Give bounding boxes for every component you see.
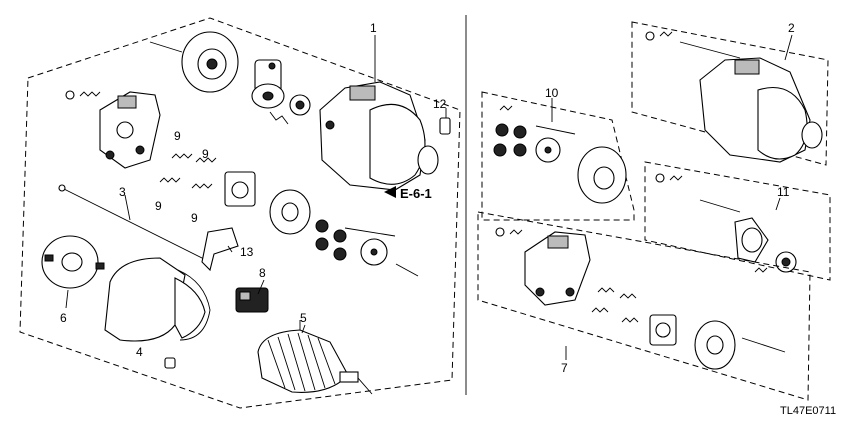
assembly-1-outline [19, 17, 461, 409]
assembly-10-parts [493, 98, 627, 204]
callout-2: 2 [788, 21, 795, 35]
reference-label: E-6-1 [400, 186, 432, 201]
brush-part-8 [235, 287, 269, 313]
end-plate-part [269, 189, 311, 235]
rear-plate-part [41, 235, 105, 289]
motor-housing-part [319, 81, 439, 191]
gear-part [289, 94, 311, 116]
diagram-code: TL47E0711 [780, 405, 836, 417]
end-frame-part [99, 91, 161, 169]
callout-11: 11 [777, 185, 790, 199]
assembly-10-outline [481, 91, 635, 221]
armature-part [257, 320, 373, 395]
callout-10: 10 [545, 86, 559, 100]
callout-1: 1 [370, 21, 377, 35]
callout-4: 4 [136, 345, 143, 359]
rear-cover-part [149, 31, 239, 93]
bracket-13-part [201, 227, 239, 272]
through-bolt-part [58, 184, 211, 263]
planetary-gears-part [315, 219, 419, 277]
spring-group-9 [159, 153, 217, 189]
reference-arrow [384, 186, 396, 198]
assembly-7-parts [495, 227, 786, 370]
callout-8: 8 [259, 266, 266, 280]
callout-9d: 9 [191, 211, 198, 225]
brush-holder-part [224, 171, 256, 207]
callout-9b: 9 [202, 147, 209, 161]
callout-9a: 9 [174, 129, 181, 143]
callout-5: 5 [300, 311, 307, 325]
assembly-11-outline [644, 161, 831, 281]
callout-9c: 9 [155, 199, 162, 213]
callout-6: 6 [60, 311, 67, 325]
yoke-part [104, 257, 211, 342]
assembly-2-starter [645, 31, 823, 163]
small-clip-part [164, 357, 176, 369]
callout-13: 13 [240, 245, 254, 259]
assembly-11-parts [655, 173, 797, 273]
part-12 [439, 117, 451, 135]
callout-12: 12 [433, 97, 447, 111]
washer-spring-part [65, 90, 101, 100]
callout-3: 3 [119, 185, 126, 199]
assembly-2-outline [631, 21, 829, 166]
assembly-7-outline [477, 211, 811, 401]
bracket-part [251, 59, 289, 125]
callout-7: 7 [561, 361, 568, 375]
